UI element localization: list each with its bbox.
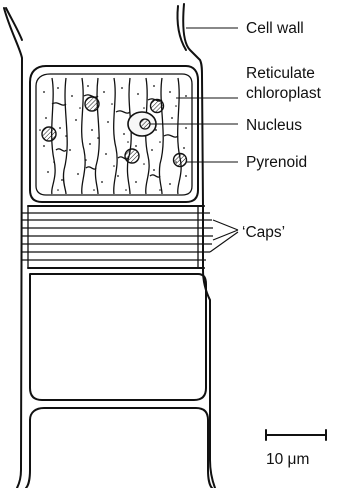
pyrenoid-2 bbox=[151, 100, 164, 113]
central-cell bbox=[30, 66, 198, 202]
scale-bar bbox=[266, 430, 326, 440]
upper-cell bbox=[6, 6, 186, 50]
nucleus-label: Nucleus bbox=[246, 117, 302, 134]
pyrenoid-3 bbox=[42, 127, 56, 141]
reticulate-label: Reticulate bbox=[246, 65, 315, 82]
pyrenoid-1 bbox=[85, 97, 99, 111]
scale-bar-label: 10 μm bbox=[266, 451, 309, 468]
lower-cell bbox=[30, 274, 206, 400]
pyrenoid-4 bbox=[125, 149, 139, 163]
reticulate-chloroplast bbox=[36, 74, 192, 195]
pyrenoid-label: Pyrenoid bbox=[246, 154, 307, 171]
bottom-cell bbox=[26, 408, 212, 488]
caps-label: ‘Caps’ bbox=[242, 224, 285, 241]
pyrenoid-5 bbox=[174, 154, 187, 167]
caps-rings bbox=[22, 206, 213, 268]
caps-leader bbox=[210, 220, 238, 252]
filament-outer-wall bbox=[4, 4, 215, 488]
chloroplast-label: chloroplast bbox=[246, 85, 322, 102]
cell-wall-label: Cell wall bbox=[246, 20, 304, 37]
